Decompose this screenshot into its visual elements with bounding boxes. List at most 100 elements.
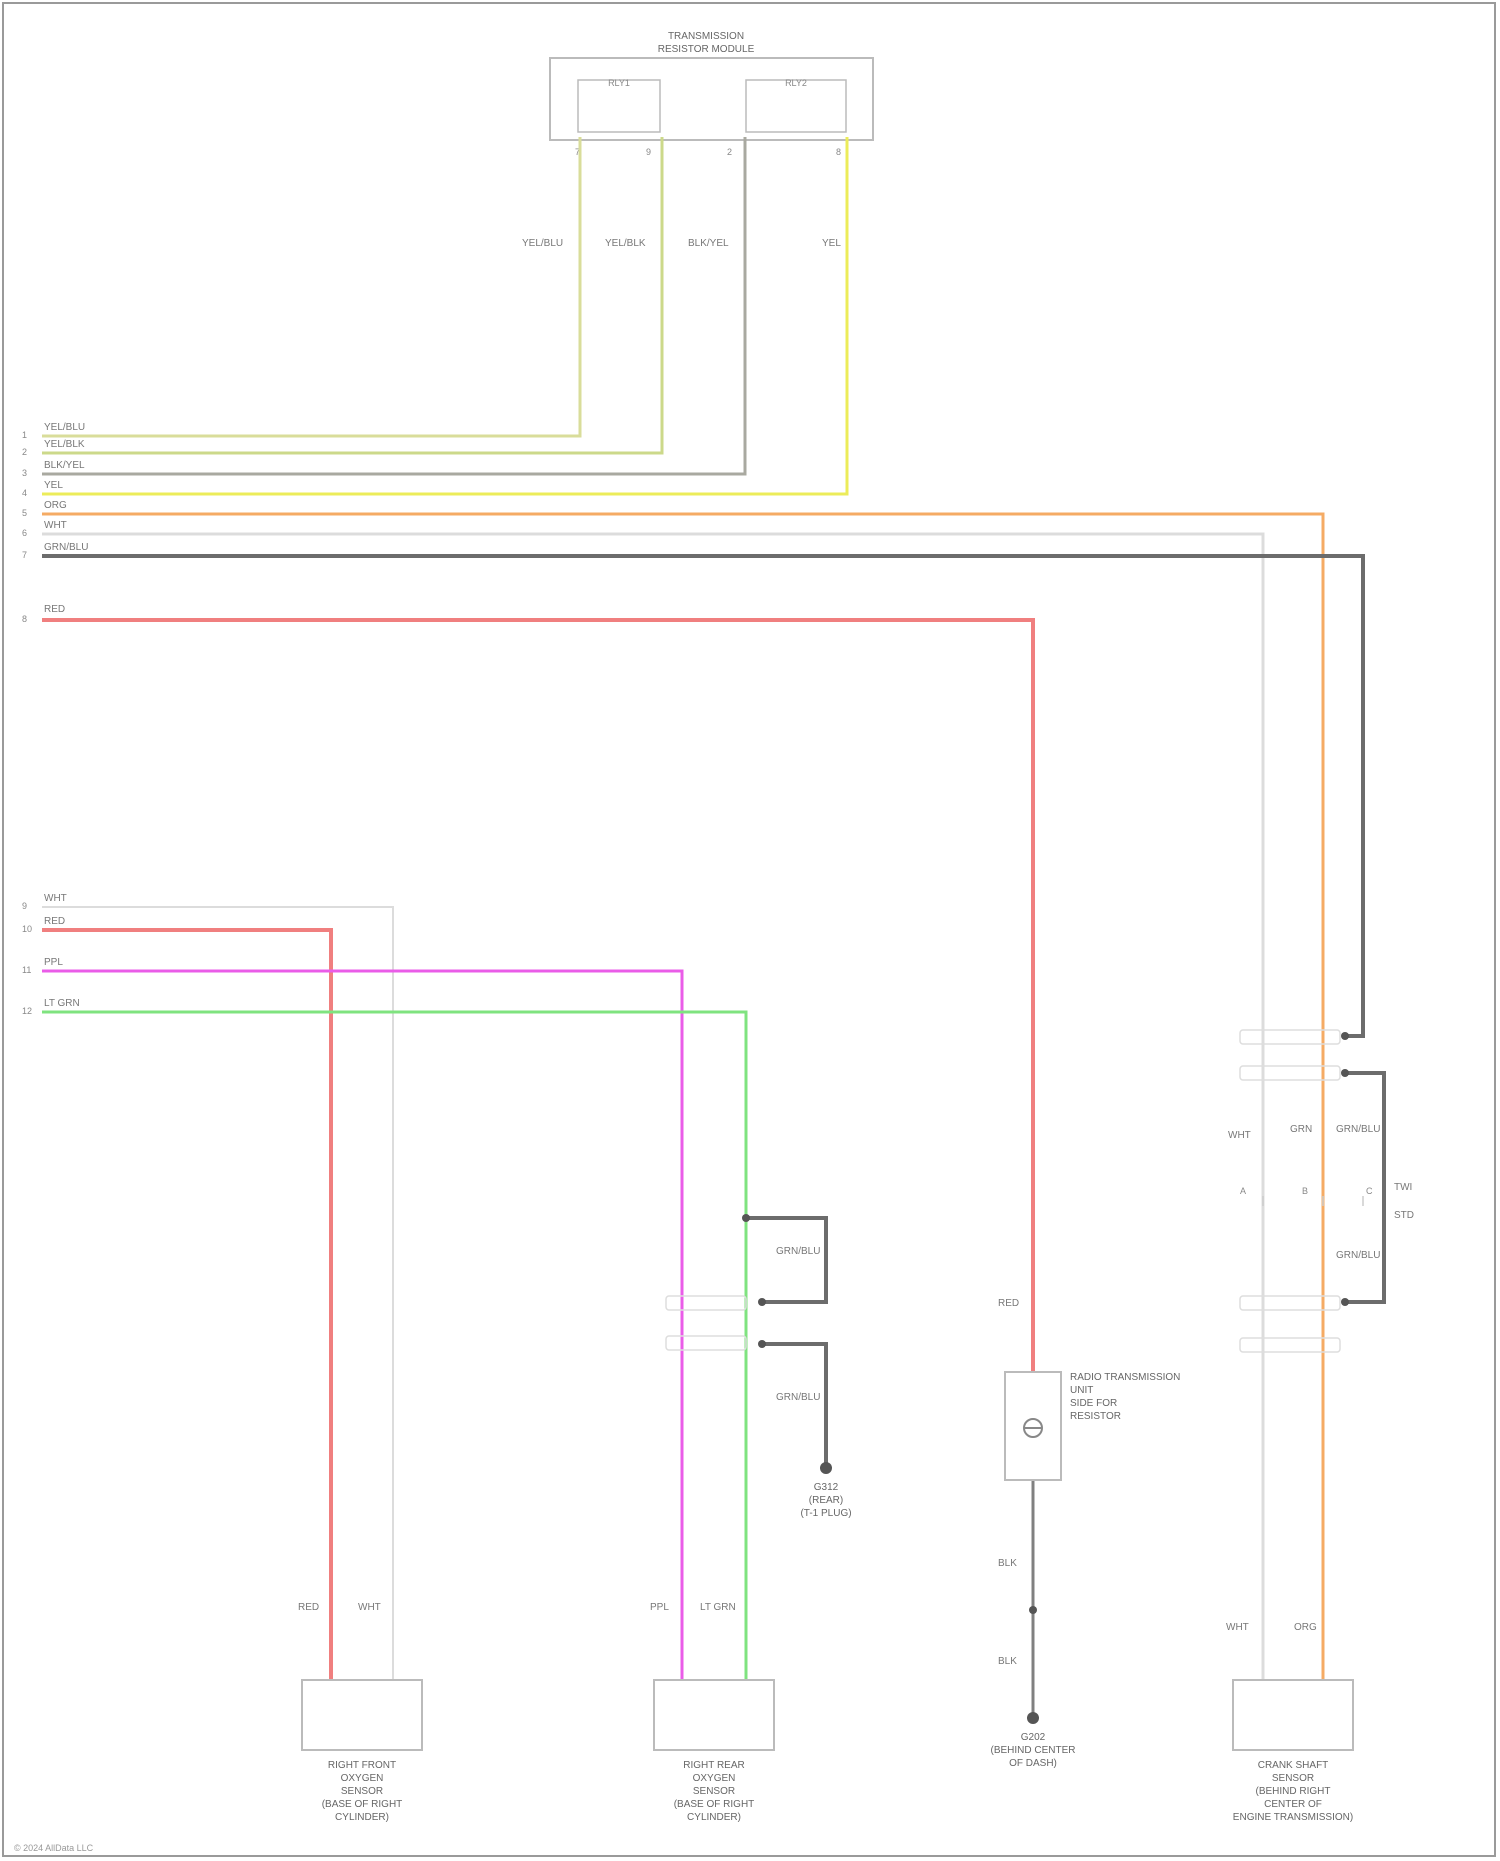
sensor-right-front-oxygen: RIGHT FRONT OXYGEN SENSOR (BASE OF RIGHT…: [302, 1680, 422, 1823]
module-pin-4: 8: [836, 147, 841, 157]
harness-num-6: 6: [22, 528, 27, 538]
sensor-2-line4: (BASE OF RIGHT: [674, 1799, 755, 1810]
harness-num-8: 8: [22, 614, 27, 624]
junction-dot: [1341, 1032, 1349, 1040]
label-shield-top: GRN/BLU: [776, 1246, 820, 1257]
harness-label-6: WHT: [44, 520, 67, 531]
label-red-sensor1: RED: [298, 1602, 319, 1613]
footer-watermark: © 2024 AllData LLC: [14, 1843, 93, 1853]
label-right-side-1: TWI: [1394, 1182, 1412, 1193]
harness-labels: 1 YEL/BLU 2 YEL/BLK 3 BLK/YEL 4 YEL 5 OR…: [22, 422, 88, 1016]
harness-label-11: PPL: [44, 957, 63, 968]
harness-num-3: 3: [22, 468, 27, 478]
vwire-label-4: YEL: [822, 238, 841, 249]
right-pin-marks: [1263, 1196, 1363, 1206]
ground-g202-line1: G202: [1021, 1732, 1046, 1743]
sensor-1-line3: SENSOR: [341, 1786, 383, 1797]
harness-label-3: BLK/YEL: [44, 460, 85, 471]
harness-num-2: 2: [22, 447, 27, 457]
vwire-label-3: BLK/YEL: [688, 238, 729, 249]
harness-num-11: 11: [22, 965, 31, 975]
junction-dot: [758, 1298, 766, 1306]
label-right-wht-a: WHT: [1228, 1130, 1251, 1141]
label-ltgrn-sensor2: LT GRN: [700, 1602, 736, 1613]
wire-grn-blu-loop: [1345, 1073, 1384, 1302]
junction-dot: [1341, 1069, 1349, 1077]
label-shield-bottom: GRN/BLU: [776, 1392, 820, 1403]
label-right-pin-b: B: [1302, 1186, 1308, 1196]
relay-left-label: RLY1: [608, 78, 630, 88]
module-pin-2: 9: [646, 147, 651, 157]
fuse-label-2: UNIT: [1070, 1385, 1093, 1396]
sensor-crank-shaft: CRANK SHAFT SENSOR (BEHIND RIGHT CENTER …: [1233, 1680, 1353, 1823]
connector-right-bottom: [1240, 1338, 1340, 1352]
ground-dot-g312: [820, 1462, 832, 1474]
fuse-label-4: RESISTOR: [1070, 1411, 1121, 1422]
label-right-wht: WHT: [1226, 1622, 1249, 1633]
harness-label-4: YEL: [44, 480, 63, 491]
wire-yel-blk: [42, 137, 662, 453]
resistor-module: TRANSMISSION RESISTOR MODULE RLY1 RLY2 7…: [550, 31, 873, 157]
module-outline: [550, 58, 873, 140]
label-right-pin-c: C: [1366, 1186, 1373, 1196]
wire-shield-jumper-bottom: [762, 1344, 826, 1468]
harness-label-7: GRN/BLU: [44, 542, 88, 553]
label-right-grn-a: GRN: [1290, 1124, 1312, 1135]
resistor-body: [1005, 1372, 1061, 1480]
sensor-1-body: [302, 1680, 422, 1750]
ground-g312-line1: G312: [814, 1482, 839, 1493]
ground-g202-line2: (BEHIND CENTER: [990, 1745, 1075, 1756]
label-red-vertical: RED: [998, 1298, 1019, 1309]
connector-mid-upper: [666, 1296, 746, 1310]
sensor-1-line4: (BASE OF RIGHT: [322, 1799, 403, 1810]
wire-shield-jumper-top: [746, 1218, 826, 1302]
harness-label-12: LT GRN: [44, 998, 80, 1009]
sensor-3-line1: CRANK SHAFT: [1258, 1760, 1329, 1771]
ground-dot-g202: [1027, 1712, 1039, 1724]
label-right-org: ORG: [1294, 1622, 1317, 1633]
connector-right-top: [1240, 1030, 1340, 1044]
wire-ppl: [42, 971, 682, 1680]
wire-blk-yel: [42, 137, 745, 474]
sensor-3-line4: CENTER OF: [1264, 1799, 1322, 1810]
label-right-pin-a: A: [1240, 1186, 1246, 1196]
module-title-line1: TRANSMISSION: [668, 31, 744, 42]
harness-num-4: 4: [22, 488, 27, 498]
label-blk-1: BLK: [998, 1558, 1017, 1569]
sensor-1-line1: RIGHT FRONT: [328, 1760, 396, 1771]
module-title-line2: RESISTOR MODULE: [658, 44, 755, 55]
label-right-grnblu-lower: GRN/BLU: [1336, 1250, 1380, 1261]
ground-g312: G312 (REAR) (T-1 PLUG): [800, 1482, 851, 1519]
harness-num-9: 9: [22, 901, 27, 911]
wire-red-lower: [42, 930, 331, 1680]
harness-label-5: ORG: [44, 500, 67, 511]
harness-label-9: WHT: [44, 893, 67, 904]
junction-dot: [758, 1340, 766, 1348]
junction-dot: [1029, 1606, 1037, 1614]
harness-num-10: 10: [22, 924, 32, 934]
harness-label-10: RED: [44, 916, 65, 927]
ground-g202: G202 (BEHIND CENTER OF DASH): [990, 1732, 1075, 1769]
wire-wht-top: [42, 534, 1263, 1680]
sensor-2-line1: RIGHT REAR: [683, 1760, 745, 1771]
wire-yel-blu: [42, 137, 580, 436]
transmission-resistor: RADIO TRANSMISSION UNIT SIDE FOR RESISTO…: [1005, 1372, 1180, 1480]
harness-num-7: 7: [22, 550, 27, 560]
harness-label-8: RED: [44, 604, 65, 615]
vwire-label-1: YEL/BLU: [522, 238, 563, 249]
sensor-1-line2: OXYGEN: [341, 1773, 384, 1784]
label-wht-sensor1: WHT: [358, 1602, 381, 1613]
wire-yel: [42, 137, 847, 494]
sensor-1-line5: CYLINDER): [335, 1812, 389, 1823]
connector-right-second: [1240, 1066, 1340, 1080]
relay-right-label: RLY2: [785, 78, 807, 88]
sensor-2-line2: OXYGEN: [693, 1773, 736, 1784]
sensor-2-line3: SENSOR: [693, 1786, 735, 1797]
label-blk-2: BLK: [998, 1656, 1017, 1667]
harness-label-2: YEL/BLK: [44, 439, 85, 450]
wire-red-top: [42, 620, 1033, 1372]
ground-g202-line3: OF DASH): [1009, 1758, 1057, 1769]
connector-right-lower: [1240, 1296, 1340, 1310]
label-ppl-sensor2: PPL: [650, 1602, 669, 1613]
sensor-2-body: [654, 1680, 774, 1750]
